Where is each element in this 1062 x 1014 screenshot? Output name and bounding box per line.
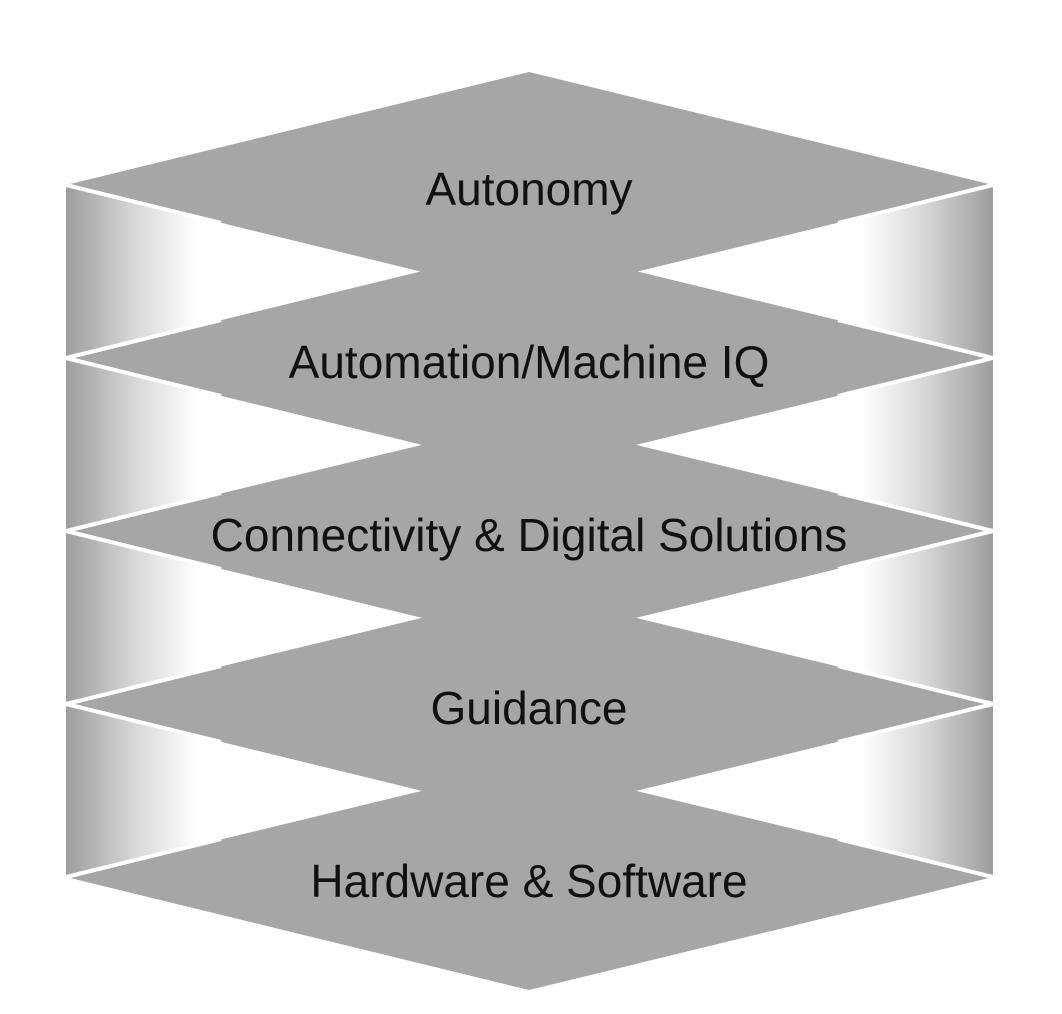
- separator-line: [837, 356, 994, 398]
- separator-line: [65, 318, 222, 360]
- separator-line: [837, 183, 994, 225]
- layer-label: Connectivity & Digital Solutions: [211, 509, 848, 561]
- separator-line: [65, 664, 222, 706]
- layer-diamond: [66, 765, 993, 990]
- layer-label: Automation/Machine IQ: [289, 336, 770, 388]
- layer-guidance: Guidance: [66, 592, 993, 817]
- separator-line: [837, 702, 994, 744]
- separator-line: [65, 837, 222, 879]
- layer-label: Hardware & Software: [310, 855, 747, 907]
- separator-line: [837, 529, 994, 571]
- separator-line: [65, 529, 222, 571]
- separator-line: [65, 491, 222, 533]
- separator-line: [65, 183, 222, 225]
- layer-automation-machine-iq: Automation/Machine IQ: [66, 245, 993, 471]
- separator-line: [837, 664, 994, 706]
- separator-line: [837, 491, 994, 533]
- layer-hardware-software: Hardware & Software: [66, 765, 993, 990]
- layer-separators: [65, 183, 994, 879]
- separator-line: [837, 318, 994, 360]
- separator-line: [65, 702, 222, 744]
- layer-label: Autonomy: [425, 163, 632, 215]
- layer-connectivity-digital-solutions: Connectivity & Digital Solutions: [66, 419, 993, 644]
- layer-label: Guidance: [431, 682, 628, 734]
- layer-diamond: [66, 592, 993, 817]
- layer-autonomy: Autonomy: [66, 72, 993, 298]
- separator-line: [837, 837, 994, 879]
- layer-diamond: [66, 72, 993, 298]
- layer-diamond: [66, 245, 993, 471]
- separator-line: [65, 356, 222, 398]
- layer-diamond: [66, 419, 993, 644]
